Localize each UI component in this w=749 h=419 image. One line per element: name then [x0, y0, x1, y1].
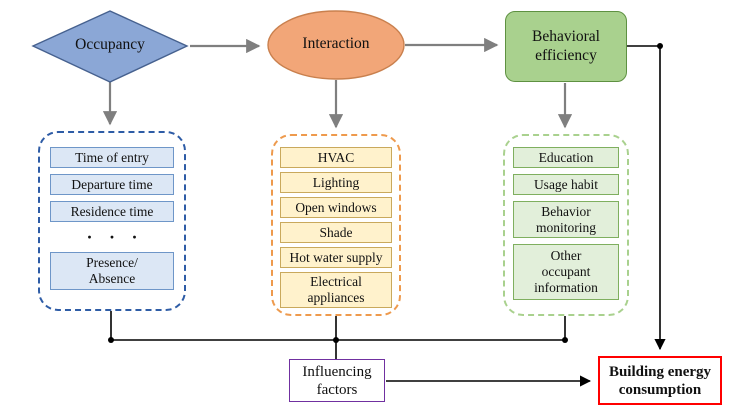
junction-dot-center — [333, 337, 339, 343]
behavior-item: Usage habit — [513, 174, 619, 195]
interaction-ellipse-shape — [267, 10, 405, 80]
building-energy-consumption-box: Building energy consumption — [598, 356, 722, 405]
occupancy-item: Time of entry — [50, 147, 174, 168]
junction-dot-left — [108, 337, 114, 343]
interaction-item: HVAC — [280, 147, 392, 168]
ellipsis-dots: · · · — [86, 226, 144, 247]
junction-dot-right — [562, 337, 568, 343]
occupancy-node-label: Occupancy — [75, 36, 145, 53]
junction-dot-top-right — [657, 43, 663, 49]
behavioral-efficiency-node: Behavioral efficiency — [505, 11, 627, 82]
interaction-item: Shade — [280, 222, 392, 243]
interaction-node-label: Interaction — [302, 35, 370, 52]
line-behavioral-to-building — [627, 45, 666, 351]
occupancy-diamond-shape — [31, 10, 189, 83]
influencing-factors-box: Influencing factors — [289, 359, 385, 402]
occupancy-item: Residence time — [50, 201, 174, 222]
interaction-group: HVAC Lighting Open windows Shade Hot wat… — [271, 134, 401, 316]
interaction-item: Electrical appliances — [280, 272, 392, 308]
behavior-item: Other occupant information — [513, 244, 619, 300]
interaction-item: Open windows — [280, 197, 392, 218]
occupancy-item: Departure time — [50, 174, 174, 195]
behavior-item: Behavior monitoring — [513, 201, 619, 238]
interaction-item: Hot water supply — [280, 247, 392, 268]
behavior-item: Education — [513, 147, 619, 168]
occupancy-group: Time of entry Departure time Residence t… — [38, 131, 186, 311]
occupancy-item: Presence/ Absence — [50, 252, 174, 290]
interaction-item: Lighting — [280, 172, 392, 193]
behavioral-efficiency-label: Behavioral efficiency — [531, 27, 600, 64]
behavior-group: Education Usage habit Behavior monitorin… — [503, 134, 629, 316]
